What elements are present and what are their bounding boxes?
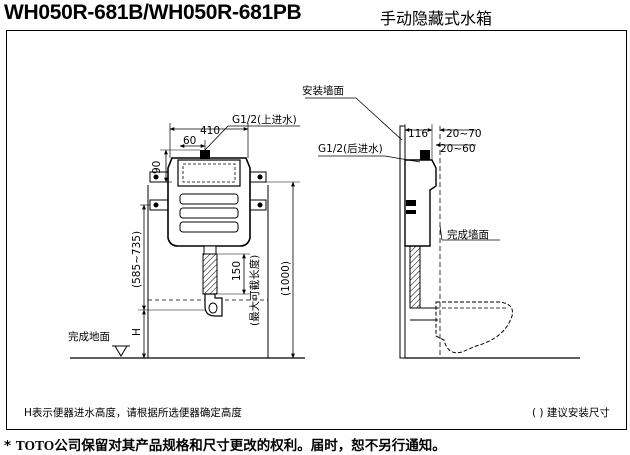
side-bracket-1: [406, 200, 416, 206]
dim-585-735-label: (585~735): [131, 231, 143, 288]
cistern-rib-2: [179, 207, 239, 219]
dim-20-60-label: 20~60: [440, 143, 476, 155]
top-inlet-valve: [200, 150, 210, 159]
install-wall-leader: [355, 97, 403, 141]
toilet-bowl-outline: [435, 301, 513, 354]
rear-inlet-leader: [384, 155, 421, 163]
outlet-end: [208, 302, 218, 314]
product-description: 手动隐藏式水箱: [380, 9, 493, 28]
side-bracket-2: [406, 210, 416, 214]
flush-pipe: [202, 253, 218, 295]
finished-wall-label: 完成墙面: [447, 228, 489, 241]
cistern-rib-3: [179, 221, 239, 233]
footnote-text: 公司保留对其产品规格和尺寸更改的权利。届时，恕不另行通知。: [54, 438, 446, 454]
footnote-brand: TOTO: [15, 438, 55, 453]
install-wall-label: 安装墙面: [302, 84, 344, 97]
install-wall: [399, 125, 406, 359]
dim-150-label: 150: [231, 261, 243, 281]
footnote: * TOTO公司保留对其产品规格和尺寸更改的权利。届时，恕不另行通知。: [4, 434, 446, 454]
top-inlet-leader: [204, 125, 229, 151]
dim-116-label: 116: [408, 128, 428, 140]
dim-20-70-label: 20~70: [446, 128, 482, 140]
finished-floor-label: 完成地面: [68, 330, 110, 343]
floor-symbol: [112, 345, 130, 357]
cistern-rib-1: [179, 193, 239, 205]
side-view: 安装墙面 G1/2(后进水) 116 20~70 20~60 完成墙面: [302, 84, 580, 359]
footnote-marker: *: [4, 438, 12, 454]
rear-inlet-label: G1/2(后进水): [318, 143, 383, 155]
finished-wall-leader: [439, 225, 443, 241]
dim-60-label: 60: [183, 135, 196, 147]
dim-h-label: H: [131, 328, 143, 336]
max-cut-length-label: (最大可截长度): [248, 255, 261, 326]
legend-note: ( ) 建议安装尺寸: [532, 406, 610, 419]
side-flush-pipe: [409, 245, 421, 309]
cistern-side: [404, 159, 437, 247]
pipe-collar: [203, 245, 217, 255]
rear-inlet-valve: [420, 150, 430, 160]
dim-1000-label: (1000): [280, 261, 292, 296]
flush-panel-inner: [182, 163, 236, 183]
product-model-title: WH050R-681B/WH050R-681PB: [4, 1, 302, 24]
dim-410-label: 410: [200, 125, 220, 137]
h-note: H表示便器进水高度，请根据所选便器确定高度: [24, 406, 242, 419]
top-inlet-label: G1/2(上进水): [232, 114, 297, 126]
drawing-frame: [6, 30, 627, 430]
dim-90-label: 90: [151, 161, 163, 174]
front-view: 完成地面: [68, 114, 305, 359]
